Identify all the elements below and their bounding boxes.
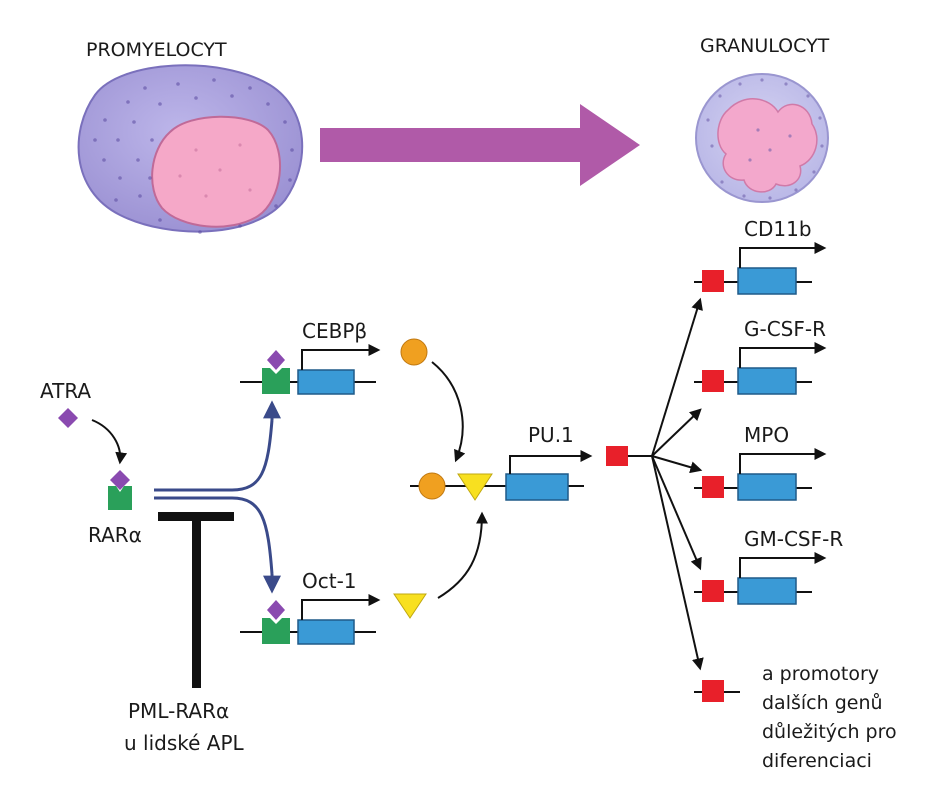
atra-binding-arrow xyxy=(91,419,128,465)
oct-to-pu1-arrow xyxy=(437,511,488,599)
target-gene-mpo xyxy=(694,448,827,501)
other-promoters-line: diferenciaci xyxy=(762,750,872,772)
granulocyte-label: GRANULOCYT xyxy=(700,35,830,57)
differentiation-arrow xyxy=(320,104,640,186)
promoter-square-icon xyxy=(702,580,724,602)
target-label-gcsfr: G-CSF-R xyxy=(744,317,826,341)
cebp-protein xyxy=(400,338,428,366)
granulocyte-cell-icon xyxy=(695,73,829,203)
oct-gene xyxy=(240,594,381,645)
pu1-label: PU.1 xyxy=(528,423,574,447)
receptor-cup-icon xyxy=(262,618,290,644)
atra-ligand xyxy=(58,408,78,428)
circle-icon xyxy=(418,472,446,500)
cebp-label: CEBPβ xyxy=(302,319,368,343)
receptor-cup-icon xyxy=(262,368,290,394)
pu1-target-arrows xyxy=(651,297,704,671)
promoter-square-icon xyxy=(702,270,724,292)
pml-rar-label: PML-RARα xyxy=(128,699,230,723)
oct-label: Oct-1 xyxy=(302,569,357,593)
diamond-icon xyxy=(267,600,285,620)
gene-box-icon xyxy=(737,367,797,395)
triangle-icon xyxy=(457,473,493,501)
gene-box-icon xyxy=(297,369,355,395)
rar-label: RARα xyxy=(88,523,142,547)
target-gene-gmcsfr xyxy=(694,552,827,605)
target-label-gmcsfr: GM-CSF-R xyxy=(744,527,844,551)
pml-rar-inhibition xyxy=(158,512,234,688)
promoter-square-icon xyxy=(702,476,724,498)
diamond-icon xyxy=(58,408,78,428)
cebp-to-pu1-arrow xyxy=(431,361,466,463)
promoter-square-icon xyxy=(702,370,724,392)
receptor-cup-icon xyxy=(108,486,132,510)
pu1-protein xyxy=(606,446,628,466)
rar-signal-lines xyxy=(154,400,281,594)
gene-box-icon xyxy=(297,619,355,645)
apl-label: u lidské APL xyxy=(124,731,244,755)
atra-label: ATRA xyxy=(40,379,92,403)
promyelocyte-label: PROMYELOCYT xyxy=(86,39,227,61)
promoter-square-icon xyxy=(702,680,724,702)
target-label-cd11b: CD11b xyxy=(744,217,812,241)
other-promoters-text: a promotory dalších genů důležitých pro … xyxy=(762,660,897,776)
diamond-icon xyxy=(110,470,130,490)
other-promoters-line: a promotory xyxy=(762,663,880,685)
target-gene-cd11b xyxy=(694,242,827,295)
diamond-icon xyxy=(267,350,285,370)
gene-box-icon xyxy=(505,473,569,501)
gene-box-icon xyxy=(737,473,797,501)
other-promoters-line: důležitých pro xyxy=(762,721,897,743)
other-promoters-line: dalších genů xyxy=(762,692,883,714)
rar-receptor xyxy=(108,470,132,510)
other-promoters xyxy=(694,680,740,702)
cebp-gene xyxy=(240,344,381,395)
oct-protein xyxy=(393,593,427,619)
gene-box-icon xyxy=(737,577,797,605)
target-label-mpo: MPO xyxy=(744,423,790,447)
pu1-gene xyxy=(410,450,593,501)
target-gene-gcsfr xyxy=(694,342,827,395)
gene-box-icon xyxy=(737,267,797,295)
promyelocyte-cell-icon xyxy=(77,64,304,234)
